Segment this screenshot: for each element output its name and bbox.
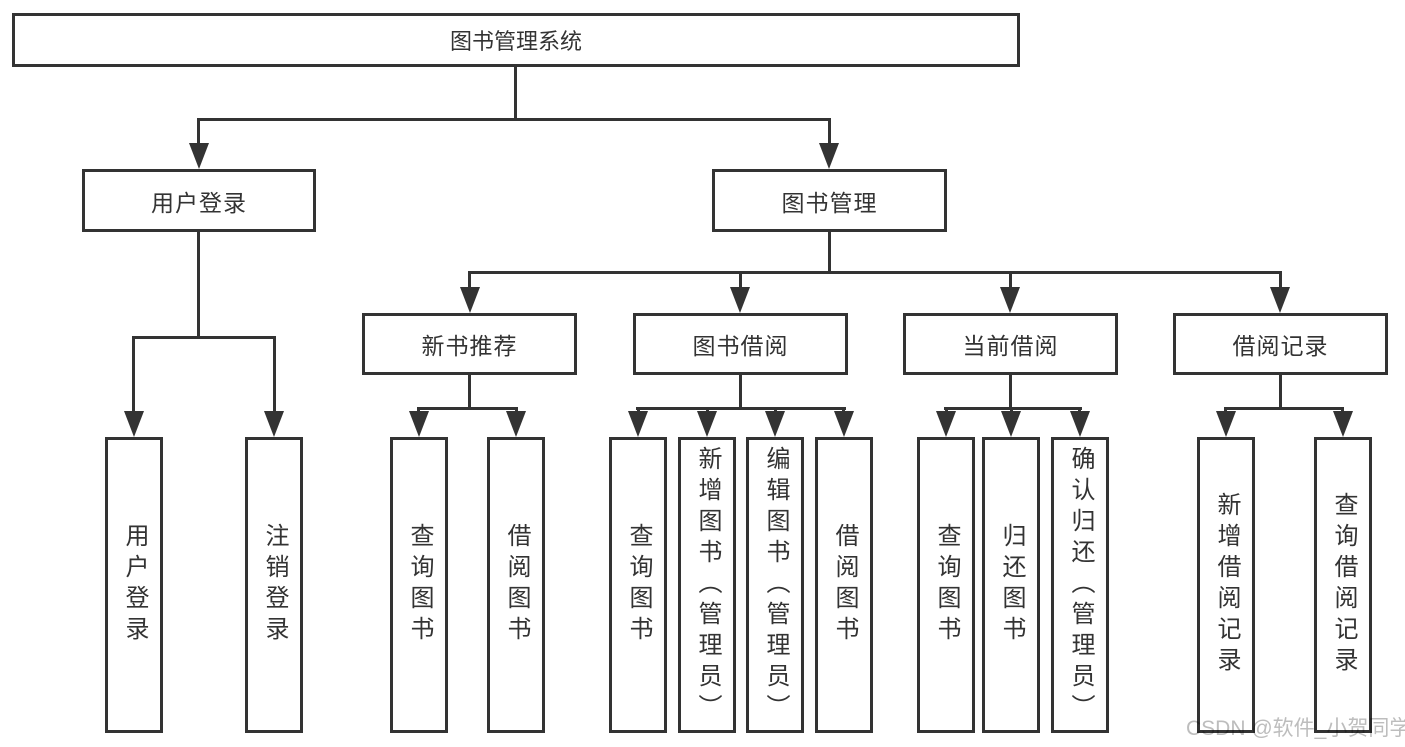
- arrow-down-icon: [1070, 411, 1090, 437]
- arrow-down-icon: [730, 287, 750, 313]
- arrow-down-icon: [409, 411, 429, 437]
- connector-bookmgmt-drop1: [468, 271, 471, 289]
- connector-root-stem: [514, 67, 517, 120]
- leaf-edit-books-admin: 编辑图书（管理员）: [746, 437, 804, 733]
- leaf-add-books-admin-label: 新增图书（管理员）: [694, 445, 721, 725]
- csdn-watermark: CSDN @软件_小贺同学: [1186, 717, 1405, 740]
- arrow-down-icon: [1001, 411, 1021, 437]
- leaf-query-books-borrow: 查询图书: [609, 437, 667, 733]
- arrow-down-icon: [460, 287, 480, 313]
- arrow-down-icon: [697, 411, 717, 437]
- connector-borrowrecord-stem: [1279, 375, 1282, 409]
- connector-userlogin-stem: [197, 232, 200, 338]
- arrow-down-icon: [1270, 287, 1290, 313]
- node-borrow-records: 借阅记录: [1173, 313, 1388, 375]
- node-new-book-recommend: 新书推荐: [362, 313, 577, 375]
- leaf-return-books-label: 归还图书: [998, 523, 1025, 647]
- leaf-borrow-books: 借阅图书: [815, 437, 873, 733]
- arrow-down-icon: [819, 143, 839, 169]
- connector-bookmgmt-stem: [828, 232, 831, 274]
- leaf-borrow-books-recommend-label: 借阅图书: [503, 523, 530, 647]
- connector-currentborrow-stem: [1009, 375, 1012, 409]
- leaf-add-borrow-record: 新增借阅记录: [1197, 437, 1255, 733]
- leaf-query-books-current: 查询图书: [917, 437, 975, 733]
- leaf-user-login-label: 用户登录: [121, 523, 148, 647]
- arrow-down-icon: [628, 411, 648, 437]
- leaf-query-books-current-label: 查询图书: [933, 523, 960, 647]
- node-book-management-label: 图书管理: [781, 189, 878, 216]
- connector-newbook-hline: [417, 407, 518, 410]
- node-new-book-recommend-label: 新书推荐: [421, 333, 518, 359]
- connector-currentborrow-hline: [944, 407, 1082, 410]
- leaf-borrow-books-recommend: 借阅图书: [487, 437, 545, 733]
- leaf-edit-books-admin-label: 编辑图书（管理员）: [762, 445, 789, 725]
- leaf-query-borrow-record-label: 查询借阅记录: [1330, 492, 1357, 678]
- connector-userlogin-drop2: [273, 336, 276, 411]
- arrow-down-icon: [765, 411, 785, 437]
- leaf-return-books: 归还图书: [982, 437, 1040, 733]
- node-book-borrow: 图书借阅: [633, 313, 848, 375]
- node-system-root: 图书管理系统: [12, 13, 1020, 67]
- node-current-borrow-label: 当前借阅: [962, 333, 1059, 359]
- arrow-down-icon: [936, 411, 956, 437]
- arrow-down-icon: [124, 411, 144, 437]
- leaf-confirm-return-admin-label: 确认归还（管理员）: [1067, 445, 1094, 725]
- arrow-down-icon: [834, 411, 854, 437]
- node-book-management: 图书管理: [712, 169, 947, 232]
- connector-borrowrecord-hline: [1224, 407, 1344, 410]
- leaf-confirm-return-admin: 确认归还（管理员）: [1051, 437, 1109, 733]
- connector-root-drop-right: [828, 118, 831, 146]
- leaf-logout: 注销登录: [245, 437, 303, 733]
- leaf-query-books-recommend-label: 查询图书: [406, 523, 433, 647]
- connector-bookborrow-stem: [739, 375, 742, 409]
- leaf-query-books-borrow-label: 查询图书: [625, 523, 652, 647]
- arrow-down-icon: [264, 411, 284, 437]
- connector-bookborrow-hline: [636, 407, 846, 410]
- leaf-query-books-recommend: 查询图书: [390, 437, 448, 733]
- connector-bookmgmt-hline: [468, 271, 1282, 274]
- node-book-borrow-label: 图书借阅: [692, 333, 789, 359]
- node-borrow-records-label: 借阅记录: [1232, 333, 1329, 359]
- node-system-root-label: 图书管理系统: [449, 29, 582, 54]
- connector-userlogin-hline: [132, 336, 276, 339]
- leaf-logout-label: 注销登录: [261, 523, 288, 647]
- leaf-borrow-books-label: 借阅图书: [831, 523, 858, 647]
- leaf-add-books-admin: 新增图书（管理员）: [678, 437, 736, 733]
- leaf-add-borrow-record-label: 新增借阅记录: [1213, 492, 1240, 678]
- connector-newbook-stem: [468, 375, 471, 409]
- node-current-borrow: 当前借阅: [903, 313, 1118, 375]
- arrow-down-icon: [506, 411, 526, 437]
- node-user-login: 用户登录: [82, 169, 316, 232]
- node-user-login-label: 用户登录: [151, 189, 247, 216]
- connector-bookmgmt-drop2: [739, 271, 742, 289]
- leaf-user-login: 用户登录: [105, 437, 163, 733]
- connector-bookmgmt-drop4: [1279, 271, 1282, 289]
- connector-root-hline: [197, 118, 831, 121]
- connector-userlogin-drop1: [132, 336, 135, 411]
- arrow-down-icon: [1216, 411, 1236, 437]
- connector-root-drop-left: [197, 118, 200, 146]
- arrow-down-icon: [1000, 287, 1020, 313]
- arrow-down-icon: [1333, 411, 1353, 437]
- leaf-query-borrow-record: 查询借阅记录: [1314, 437, 1372, 733]
- connector-bookmgmt-drop3: [1009, 271, 1012, 289]
- arrow-down-icon: [189, 143, 209, 169]
